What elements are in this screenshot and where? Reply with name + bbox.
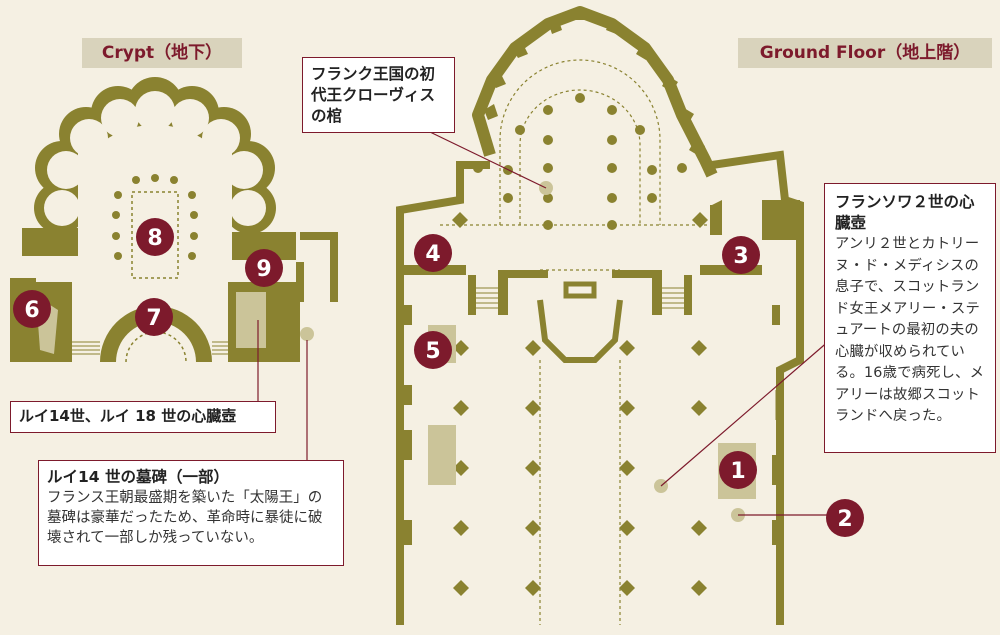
callout-louis-hearts: ルイ14世、ルイ 18 世の心臓壺 [10, 401, 276, 433]
crypt-label: Crypt（地下） [82, 38, 242, 68]
marker-3[interactable]: 3 [722, 236, 760, 274]
marker-8[interactable]: 8 [136, 218, 174, 256]
svg-text:2: 2 [837, 507, 852, 532]
marker-7[interactable]: 7 [135, 298, 173, 336]
svg-text:7: 7 [146, 306, 161, 331]
crypt-plan [10, 77, 338, 363]
svg-text:3: 3 [733, 244, 748, 269]
callout-louis-tomb-text: フランス王朝最盛期を築いた「太陽王」の墓碑は豪華だったため、革命時に暴徒に破壊さ… [47, 490, 323, 546]
svg-text:4: 4 [425, 242, 440, 267]
callout-francois-heart: フランソワ２世の心臓壺 アンリ２世とカトリーヌ・ド・メディシスの息子で、スコット… [824, 183, 996, 453]
callout-francois-title: フランソワ２世の心臓壺 [835, 193, 975, 232]
ground-floor-label: Ground Floor（地上階） [738, 38, 992, 68]
svg-text:9: 9 [256, 257, 271, 282]
svg-text:6: 6 [24, 298, 39, 323]
callout-clovis-title: フランク王国の初代王クローヴィスの棺 [311, 65, 436, 125]
marker-4[interactable]: 4 [414, 234, 452, 272]
callout-louis-tomb-title: ルイ14 世の墓碑（一部） [47, 468, 229, 486]
svg-text:1: 1 [730, 459, 745, 484]
callout-louis-hearts-title: ルイ14世、ルイ 18 世の心臓壺 [19, 407, 237, 425]
callout-francois-text: アンリ２世とカトリーヌ・ド・メディシスの息子で、スコットランド女王メアリー・ステ… [835, 236, 985, 424]
callout-louis-tomb: ルイ14 世の墓碑（一部） フランス王朝最盛期を築いた「太陽王」の墓碑は豪華だっ… [38, 460, 344, 566]
svg-text:8: 8 [147, 226, 162, 251]
marker-9[interactable]: 9 [245, 249, 283, 287]
leader-lines [257, 131, 831, 516]
svg-text:5: 5 [425, 339, 440, 364]
marker-6[interactable]: 6 [13, 290, 51, 328]
marker-2[interactable]: 2 [826, 499, 864, 537]
marker-5[interactable]: 5 [414, 331, 452, 369]
callout-clovis-coffin: フランク王国の初代王クローヴィスの棺 [302, 57, 455, 133]
marker-1[interactable]: 1 [719, 451, 757, 489]
ground-floor-plan [396, 6, 804, 625]
